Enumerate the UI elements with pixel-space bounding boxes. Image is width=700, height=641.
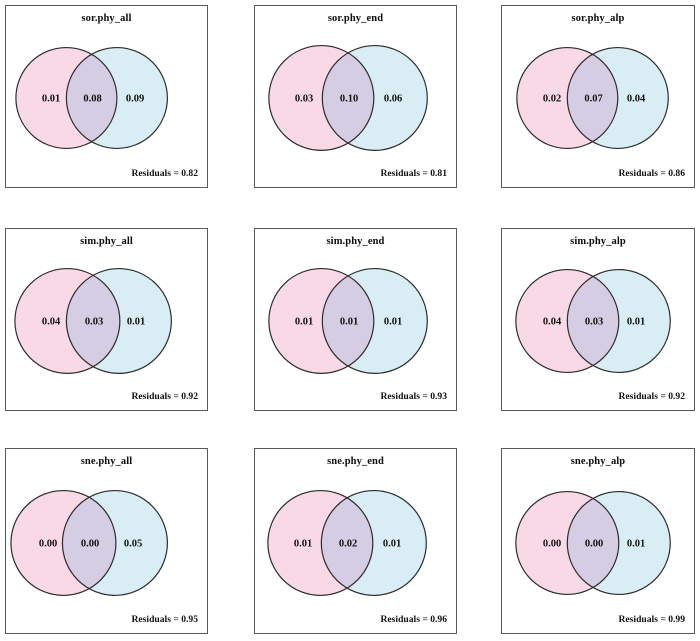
venn-panel: sor.phy_alp 0.02 0.07 0.04 Residuals = 0…	[501, 5, 695, 188]
venn-label-left: 0.03	[294, 93, 314, 105]
venn-label-right: 0.04	[626, 93, 646, 105]
venn-label-intersection: 0.00	[80, 538, 100, 550]
venn-label-intersection: 0.00	[584, 538, 604, 550]
venn-panel: sim.phy_end 0.01 0.01 0.01 Residuals = 0…	[254, 228, 457, 411]
panel-title: sor.phy_all	[81, 13, 132, 24]
venn-label-intersection: 0.08	[83, 93, 102, 105]
venn-label-right: 0.01	[126, 316, 146, 328]
venn-label-intersection: 0.03	[84, 316, 104, 328]
venn-diagram	[268, 44, 428, 151]
panel-title: sim.phy_end	[326, 236, 385, 247]
residuals-label: Residuals = 0.81	[380, 168, 447, 179]
panel-title: sne.phy_all	[80, 456, 133, 467]
residuals-label: Residuals = 0.86	[618, 168, 685, 179]
residuals-label: Residuals = 0.93	[380, 391, 447, 402]
panel-title: sim.phy_alp	[570, 236, 626, 247]
venn-label-right: 0.09	[125, 93, 145, 105]
venn-panel: sne.phy_alp 0.00 0.00 0.01 Residuals = 0…	[501, 448, 695, 634]
panel-title: sor.phy_end	[327, 13, 384, 24]
venn-label-intersection: 0.10	[339, 93, 359, 105]
venn-diagram	[15, 46, 168, 150]
venn-panel: sne.phy_end 0.01 0.02 0.01 Residuals = 0…	[254, 448, 457, 634]
venn-diagram	[515, 490, 671, 596]
venn-label-intersection: 0.02	[338, 538, 358, 550]
venn-label-left: 0.01	[41, 93, 61, 105]
residuals-label: Residuals = 0.99	[618, 614, 685, 625]
venn-label-right: 0.05	[123, 538, 143, 550]
panel-title: sim.phy_all	[80, 236, 133, 247]
venn-label-left: 0.01	[294, 316, 314, 328]
venn-panel: sim.phy_all 0.04 0.03 0.01 Residuals = 0…	[5, 228, 208, 411]
venn-diagram	[516, 46, 669, 150]
venn-label-intersection: 0.01	[339, 316, 359, 328]
venn-label-left: 0.00	[38, 538, 58, 550]
venn-diagram	[515, 268, 671, 374]
venn-label-left: 0.04	[542, 316, 562, 328]
residuals-label: Residuals = 0.95	[131, 614, 198, 625]
venn-label-right: 0.01	[626, 316, 646, 328]
venn-label-intersection: 0.03	[584, 316, 604, 328]
venn-diagram	[268, 267, 428, 374]
venn-label-left: 0.04	[41, 316, 61, 328]
venn-panel: sne.phy_all 0.00 0.00 0.05 Residuals = 0…	[5, 448, 208, 634]
venn-label-left: 0.01	[293, 538, 313, 550]
venn-label-left: 0.02	[542, 93, 562, 105]
residuals-label: Residuals = 0.82	[131, 168, 198, 179]
residuals-label: Residuals = 0.96	[380, 614, 447, 625]
venn-panel: sim.phy_alp 0.04 0.03 0.01 Residuals = 0…	[501, 228, 695, 411]
venn-label-right: 0.06	[383, 93, 403, 105]
residuals-label: Residuals = 0.92	[131, 391, 198, 402]
venn-diagram	[14, 267, 172, 374]
venn-label-right: 0.01	[383, 316, 403, 328]
panel-title: sor.phy_alp	[571, 13, 625, 24]
venn-diagram	[10, 489, 168, 597]
venn-panel: sor.phy_end 0.03 0.10 0.06 Residuals = 0…	[254, 5, 457, 188]
residuals-label: Residuals = 0.92	[618, 391, 685, 402]
venn-label-right: 0.01	[382, 538, 402, 550]
venn-label-intersection: 0.07	[584, 93, 603, 105]
panel-title: sne.phy_alp	[570, 456, 626, 467]
venn-label-right: 0.01	[626, 538, 646, 550]
venn-label-left: 0.00	[542, 538, 562, 550]
venn-diagram	[267, 489, 427, 597]
panel-title: sne.phy_end	[327, 456, 384, 467]
venn-panel: sor.phy_all 0.01 0.08 0.09 Residuals = 0…	[5, 5, 208, 188]
